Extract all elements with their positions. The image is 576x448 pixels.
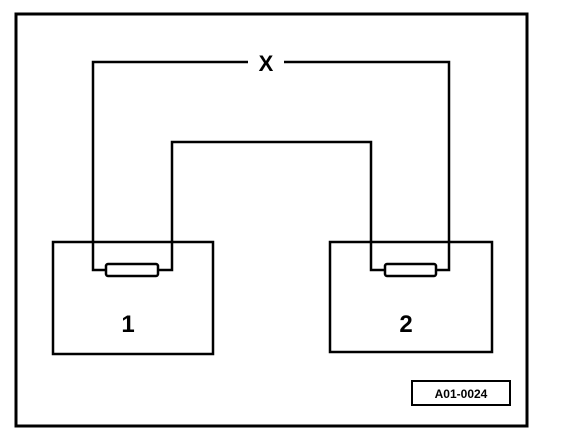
module-1-wire-left [91,240,108,272]
x-label-gap [248,50,284,74]
connection-label-x: X [259,51,274,76]
outer-wire [91,60,451,272]
diagram-frame [14,12,529,428]
figure-code-box [411,380,511,406]
module-1-wire-right [156,240,174,272]
module-2-label: 2 [399,311,412,338]
module-2-wire-left [369,240,387,272]
inner-wire [170,140,373,272]
module-2-connector [383,262,438,278]
figure-code: A01-0024 [435,387,488,401]
module-1-label: 1 [121,311,134,338]
module-2-box [328,240,494,354]
module-1-box [51,240,215,356]
module-1-connector [104,262,160,278]
module-2-wire-right [434,240,451,272]
